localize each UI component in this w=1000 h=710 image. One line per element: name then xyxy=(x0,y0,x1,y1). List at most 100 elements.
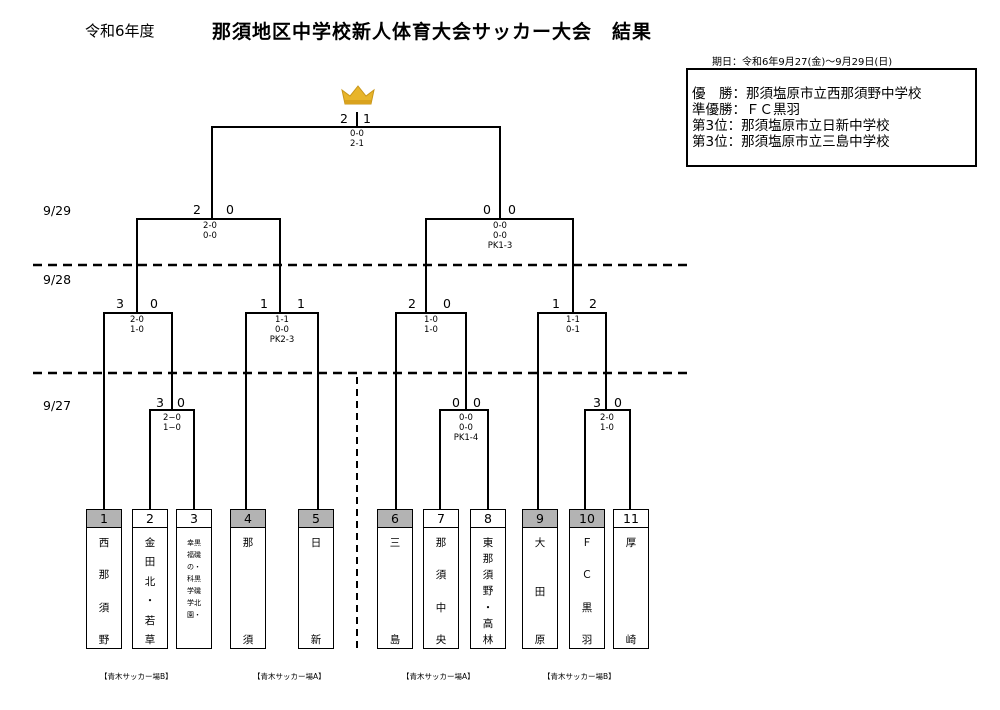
qf3-score-left: 2 xyxy=(408,296,416,311)
team-name-char: 須 xyxy=(98,601,110,614)
r1c-line-right xyxy=(606,409,631,509)
team-name-char: 草 xyxy=(144,633,156,646)
final-score-left: 2 xyxy=(340,111,348,126)
team-name-char: 須 xyxy=(435,569,447,582)
team-number: 4 xyxy=(231,510,265,528)
semi2-detail-1: 0-0 xyxy=(493,221,507,231)
r1b-detail-1: 0-0 xyxy=(459,413,473,423)
team-name: 那須中央 xyxy=(424,535,458,647)
team-name-char: 金 xyxy=(144,537,156,549)
team-name-char: 崎 xyxy=(625,634,637,646)
team-number: 1 xyxy=(87,510,121,528)
qf1-score-right: 0 xyxy=(150,296,158,311)
team-box: 4 那須 xyxy=(230,509,266,649)
r1b-score-right: 0 xyxy=(473,395,481,410)
r1b-score-left: 0 xyxy=(452,395,460,410)
team-number: 2 xyxy=(133,510,167,528)
team-name-char: 新 xyxy=(310,634,322,646)
team-name: 那須 xyxy=(231,535,265,647)
team-name-char: 学北 xyxy=(187,599,201,607)
team-name-char: 科黒 xyxy=(187,575,201,583)
result-third-1: 第3位：那須塩原市立日新中学校 xyxy=(692,118,890,134)
team-name-char: 黒 xyxy=(581,601,593,614)
team-name-char: 北 xyxy=(144,575,156,588)
semi2-line-right xyxy=(500,218,574,313)
team-number: 8 xyxy=(471,510,505,528)
team-name-char: 中 xyxy=(435,601,447,614)
r1a-score-right: 0 xyxy=(177,395,185,410)
qf1-line-right xyxy=(137,312,173,410)
qf2-score-right: 1 xyxy=(297,296,305,311)
team-name-char: 島 xyxy=(389,634,401,646)
qf2-line-right xyxy=(280,312,319,509)
qf3-detail-2: 1-0 xyxy=(424,325,438,335)
qf3-line-right xyxy=(426,312,467,410)
semi2-detail: 0-0 0-0 PK1-3 xyxy=(460,221,540,251)
semi1-score-left: 2 xyxy=(193,202,201,217)
day-label-first: 9/27 xyxy=(43,398,72,413)
day-label-semi: 9/28 xyxy=(43,272,72,287)
heading-era: 令和6年度 xyxy=(85,22,155,40)
qf2-detail: 1-1 0-0 PK2-3 xyxy=(242,315,322,345)
qf4-detail-2: 0-1 xyxy=(566,325,580,335)
semi2-score-right: 0 xyxy=(508,202,516,217)
qf1-detail: 2-0 1-0 xyxy=(97,315,177,335)
qf4-score-right: 2 xyxy=(589,296,597,311)
result-third-2: 第3位：那須塩原市立三島中学校 xyxy=(692,134,890,150)
team-name-char: の・ xyxy=(187,563,201,571)
qf1-detail-2: 1-0 xyxy=(130,325,144,335)
r1c-detail: 2-0 1-0 xyxy=(567,413,647,433)
qf2-detail-1: 1-1 xyxy=(275,315,289,325)
team-name-char: 那 xyxy=(242,537,254,549)
qf3-detail: 1-0 1-0 xyxy=(391,315,471,335)
team-number: 11 xyxy=(614,510,648,528)
semi1-score-right: 0 xyxy=(226,202,234,217)
team-name-char: 東 xyxy=(482,537,494,549)
team-name-char: 央 xyxy=(435,633,447,646)
team-name-char: Ｆ xyxy=(581,537,593,549)
qf3-score-right: 0 xyxy=(443,296,451,311)
r1c-line-left xyxy=(584,409,606,509)
team-name: 厚崎 xyxy=(614,535,648,647)
semi2-line-left xyxy=(425,218,500,313)
team-name: 大田原 xyxy=(523,535,557,647)
r1b-detail-2: 0-0 xyxy=(459,423,473,433)
semi1-detail: 2-0 0-0 xyxy=(170,221,250,241)
team-name-char: 西 xyxy=(98,537,110,549)
r1a-detail-2: 1−0 xyxy=(163,423,181,433)
team-name-char: 野 xyxy=(482,585,494,598)
result-winner: 優 勝：那須塩原市立西那須野中学校 xyxy=(692,86,922,102)
results-box: 優 勝：那須塩原市立西那須野中学校 準優勝：ＦＣ黒羽 第3位：那須塩原市立日新中… xyxy=(686,68,977,167)
final-line-right xyxy=(357,126,501,219)
team-name-char: 原 xyxy=(534,634,546,646)
team-name-char: 林 xyxy=(482,633,494,646)
team-name-char: 日 xyxy=(310,537,322,549)
qf1-line-left xyxy=(103,312,137,509)
final-detail: 0-0 2-1 xyxy=(317,129,397,149)
team-name-char: 須 xyxy=(482,569,494,582)
team-name-char: ・ xyxy=(482,601,494,614)
semi1-line-right xyxy=(212,218,281,313)
team-name-char: 那 xyxy=(435,537,447,549)
qf4-detail: 1-1 0-1 xyxy=(533,315,613,335)
team-name-char: 園・ xyxy=(187,611,201,619)
qf2-detail-2: 0-0 xyxy=(275,325,289,335)
r1c-detail-1: 2-0 xyxy=(600,413,614,423)
semi1-detail-2: 0-0 xyxy=(203,231,217,241)
team-name-char: 田 xyxy=(534,585,546,598)
r1c-score-right: 0 xyxy=(614,395,622,410)
r1b-line-left xyxy=(439,409,466,509)
team-name-char: 那 xyxy=(482,553,494,566)
r1b-detail-3: PK1-4 xyxy=(453,433,479,443)
qf4-detail-1: 1-1 xyxy=(566,315,580,325)
team-name-char: 那 xyxy=(98,569,110,582)
r1a-detail: 2−0 1−0 xyxy=(132,413,212,433)
qf2-detail-3: PK2-3 xyxy=(269,335,295,345)
final-detail-1: 0-0 xyxy=(350,129,364,139)
venue-label: 【青木サッカー場A】 xyxy=(253,672,326,681)
